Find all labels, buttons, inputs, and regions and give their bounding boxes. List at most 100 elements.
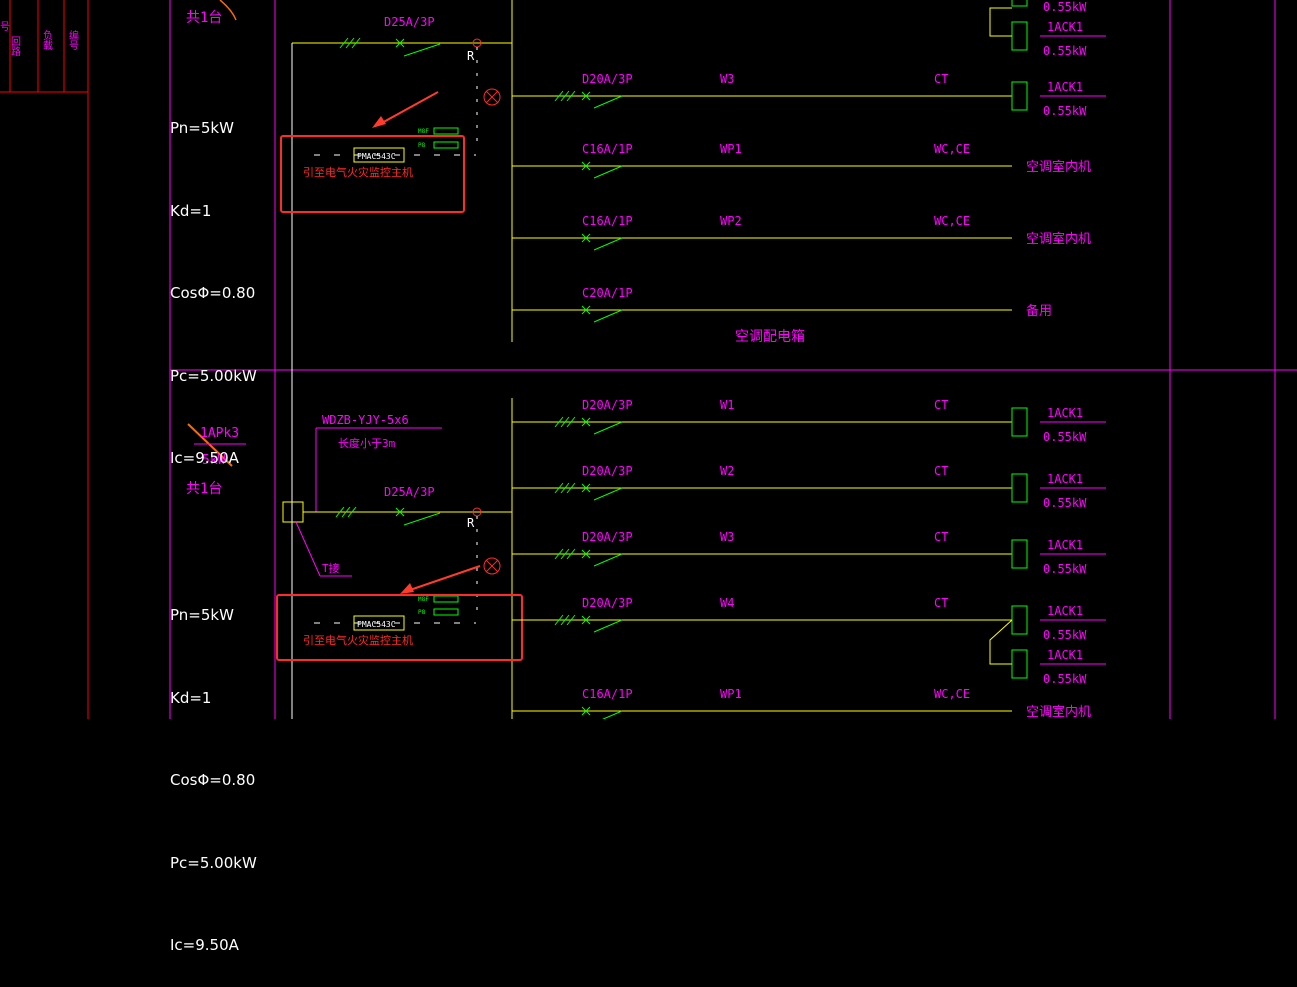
main-breaker-label: D25A/3P: [384, 15, 435, 29]
left-table-cell: 编号: [67, 29, 79, 51]
cad-drawing-canvas[interactable]: 号 回路 负载 编号 共1台 D25A/3P R PMAC543C M8F P8: [0, 0, 1297, 719]
annotation-arrow-icon: [372, 91, 439, 128]
annotation-arrow-icon: [400, 565, 481, 594]
load-kw-label: 0.55kW: [1043, 628, 1087, 642]
load-kw-label: 0.55kW: [1043, 44, 1087, 58]
load-contactor-box: [1011, 81, 1028, 111]
param-kd: Kd=1: [170, 688, 212, 707]
load-label: 1ACK1: [1047, 472, 1083, 486]
monitor-module: [353, 615, 405, 631]
branch-method-label: CT: [934, 72, 948, 86]
frame-lines: [169, 0, 1297, 719]
indicator-lamp-icon: [483, 88, 501, 106]
load-contactor-box: [1011, 649, 1028, 679]
branch-circuit-label: W2: [720, 464, 734, 478]
branch-method-label: CT: [934, 530, 948, 544]
count-label: 共1台: [186, 481, 222, 497]
load-contactor-box: [1011, 539, 1028, 569]
load-label: 备用: [1026, 303, 1052, 319]
monitor-tag: M8F: [418, 596, 429, 603]
param-pn: Pn=5kW: [170, 606, 234, 624]
left-table-cell: 号: [0, 21, 10, 33]
branch-method-label: WC,CE: [934, 214, 970, 228]
panel-power: 5kW: [202, 453, 226, 468]
branch-breaker-label: C16A/1P: [582, 687, 633, 701]
panel-top-params: Pn=5kW Kd=1 CosΦ=0.80 Pc=5.00kW Ic=9.50A: [170, 60, 257, 500]
branch-breaker-label: D20A/3P: [582, 398, 633, 412]
load-contactor-box: [1011, 605, 1028, 635]
monitor-module-label: PMAC543C: [357, 620, 396, 629]
load-label: 1ACK1: [1047, 538, 1083, 552]
monitor-tag: P8: [418, 609, 426, 616]
param-cos: CosΦ=0.80: [170, 284, 256, 302]
highlight-box: [276, 594, 523, 661]
monitor-module: [353, 147, 405, 163]
cut-mark: [219, 0, 237, 21]
branch-method-label: CT: [934, 596, 948, 610]
load-contactor-box: [1011, 407, 1028, 437]
branch-breaker-label: D20A/3P: [582, 596, 633, 610]
load-contactor-box: [1011, 0, 1028, 7]
feed-cable-label: WDZB-YJY-5x6: [322, 413, 409, 427]
branch-circuit-label: W3: [720, 530, 734, 544]
branch-breaker-label: C16A/1P: [582, 214, 633, 228]
branch-circuit-label: W3: [720, 72, 734, 86]
panel-top: 共1台 D25A/3P R PMAC543C M8F P8 引至电气火灾监控主机: [186, 0, 805, 719]
panel-id: 1APk3: [200, 426, 239, 441]
branch-breaker-label: C16A/1P: [582, 142, 633, 156]
load-kw-label: 0.55kW: [1043, 104, 1087, 118]
branch-breaker-label: C20A/1P: [582, 286, 633, 300]
t-connector-label: T接: [322, 562, 340, 575]
load-label: 空调室内机: [1026, 704, 1091, 719]
relay-label: R: [467, 516, 475, 530]
left-table-labels: 号 回路 负载 编号: [0, 21, 79, 57]
load-label: 空调室内机: [1026, 159, 1091, 175]
box-name: 空调配电箱: [735, 329, 805, 345]
branch-method-label: CT: [934, 398, 948, 412]
load-label: 空调室内机: [1026, 231, 1091, 247]
left-table-cell: 回路: [9, 36, 21, 57]
branch-method-label: WC,CE: [934, 687, 970, 701]
load-label: 1ACK1: [1047, 648, 1083, 662]
branch-breaker-label: D20A/3P: [582, 72, 633, 86]
branch-breaker-label: D20A/3P: [582, 530, 633, 544]
branch-breaker-label: D20A/3P: [582, 464, 633, 478]
param-pc: Pc=5.00kW: [170, 853, 257, 872]
panel-bottom-params: Pn=5kW Kd=1 CosΦ=0.80 Pc=5.00kW Ic=9.50A: [170, 547, 257, 987]
branch-circuit-label: W4: [720, 596, 734, 610]
load-kw-label: 0.55kW: [1043, 562, 1087, 576]
load-label: 1ACK1: [1047, 406, 1083, 420]
monitor-module-label: PMAC543C: [357, 152, 396, 161]
branch-circuits: 1ACK10.55kW1ACK10.55kWD20A/3PW3CT1ACK10.…: [512, 0, 1106, 719]
param-pc: Pc=5.00kW: [170, 366, 257, 385]
param-kd: Kd=1: [170, 201, 212, 220]
param-ic: Ic=9.50A: [170, 449, 239, 467]
monitor-tag: M8F: [418, 128, 429, 135]
load-contactor-box: [1011, 21, 1028, 51]
indicator-lamp-icon: [483, 557, 501, 575]
monitor-note: 引至电气火灾监控主机: [303, 633, 413, 647]
t-connector-box: [282, 501, 304, 523]
left-table: [0, 0, 89, 719]
monitor-tag: P8: [418, 142, 426, 149]
relay-label: R: [467, 49, 475, 63]
branch-circuit-label: WP2: [720, 214, 742, 228]
load-label: 1ACK1: [1047, 604, 1083, 618]
feed-cable-note: 长度小于3m: [338, 436, 396, 450]
param-pn: Pn=5kW: [170, 119, 234, 137]
branch-circuit-label: W1: [720, 398, 734, 412]
load-contactor-box: [1011, 473, 1028, 503]
branch-method-label: CT: [934, 464, 948, 478]
load-kw-label: 0.55kW: [1043, 430, 1087, 444]
count-label: 共1台: [186, 10, 222, 26]
panel-bottom: 1APk3 5kW 共1台 WDZB-YJY-5x6 长度小于3m T接 D25…: [186, 398, 523, 719]
highlight-box: [280, 135, 465, 213]
branch-circuit-label: WP1: [720, 142, 742, 156]
load-kw-label: 0.55kW: [1043, 496, 1087, 510]
load-kw-label: 0.55kW: [1043, 672, 1087, 686]
param-ic: Ic=9.50A: [170, 936, 239, 954]
left-table-cell: 负载: [41, 29, 53, 51]
load-label: 1ACK1: [1047, 20, 1083, 34]
load-label: 1ACK1: [1047, 80, 1083, 94]
main-breaker-label: D25A/3P: [384, 485, 435, 499]
